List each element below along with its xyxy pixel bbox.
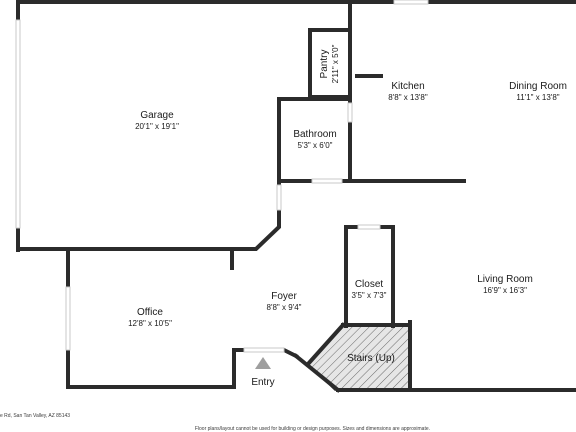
- living-room-label: Living Room: [477, 274, 533, 285]
- dining-room-dims: 11'1" x 13'8": [516, 93, 559, 102]
- stairs-label: Stairs (Up): [347, 353, 395, 364]
- pantry-label: Pantry: [319, 50, 330, 79]
- entry-label: Entry: [251, 377, 274, 388]
- disclaimer-text: Floor plans/layout cannot be used for bu…: [195, 426, 430, 432]
- closet-dims: 3'5" x 7'3": [352, 291, 387, 300]
- closet-label: Closet: [355, 279, 384, 290]
- living-room-dims: 16'9" x 16'3": [483, 286, 527, 295]
- bathroom-label: Bathroom: [293, 129, 336, 140]
- pantry-dims: 2'11" x 5'0": [331, 44, 340, 83]
- garage-dims: 20'1" x 19'1": [135, 122, 179, 131]
- foyer-label: Foyer: [271, 291, 297, 302]
- office-dims: 12'8" x 10'5": [128, 319, 172, 328]
- address-text: e Rd, San Tan Valley, AZ 85143: [0, 413, 70, 419]
- kitchen-dims: 8'8" x 13'8": [388, 93, 428, 102]
- windows: [15, 0, 429, 353]
- entry-arrow-icon: [255, 357, 271, 369]
- office-label: Office: [137, 307, 163, 318]
- walls: [16, 0, 576, 393]
- garage-label: Garage: [140, 110, 174, 121]
- foyer-dims: 8'8" x 9'4": [267, 303, 302, 312]
- kitchen-label: Kitchen: [391, 81, 424, 92]
- bathroom-dims: 5'3" x 6'0": [298, 141, 333, 150]
- dining-room-label: Dining Room: [509, 81, 567, 92]
